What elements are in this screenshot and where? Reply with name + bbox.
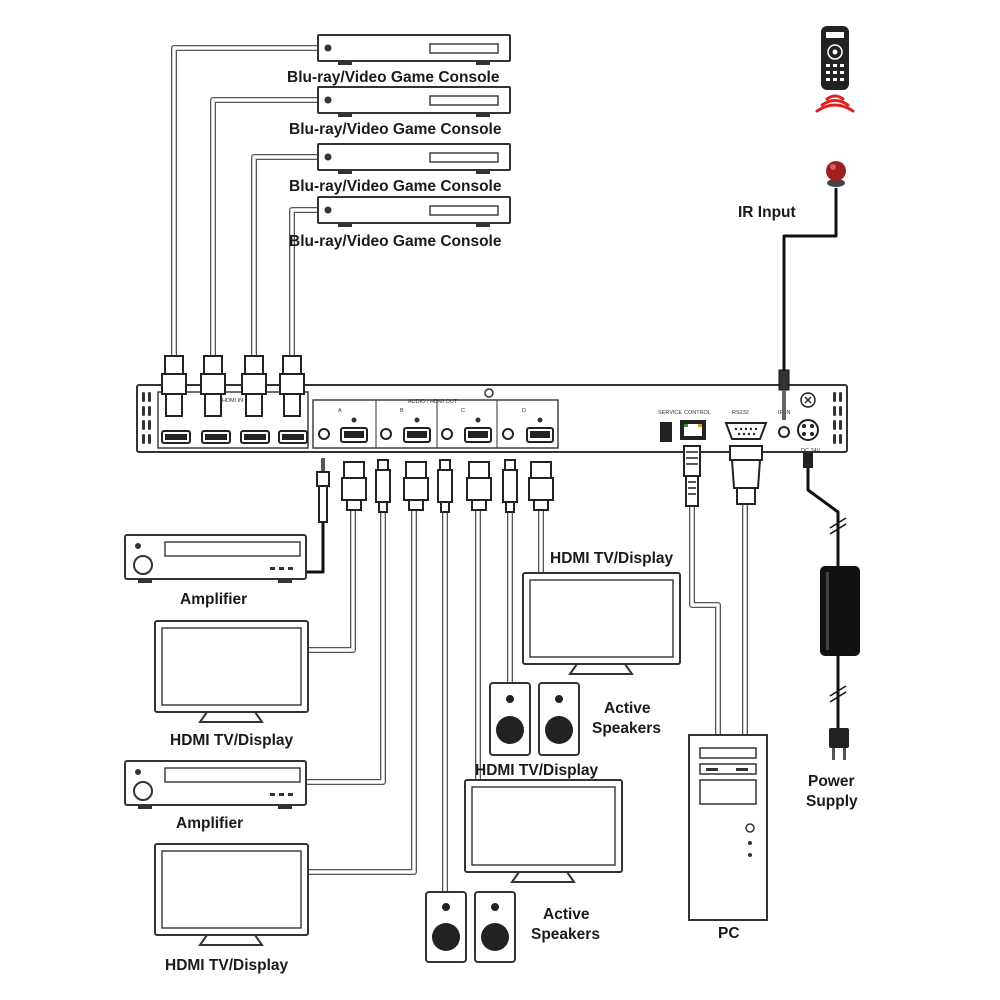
vent-right	[833, 392, 842, 444]
rs232-port	[724, 422, 768, 440]
zone-c-label: C	[461, 408, 465, 414]
power-plug-dc	[803, 452, 813, 468]
speakers-label-1-line1: Active	[604, 700, 651, 717]
console-label-3: Blu-ray/Video Game Console	[289, 178, 502, 195]
dc-label: DC 24V	[801, 448, 821, 454]
console-device-3	[317, 143, 511, 174]
cable-audio-amplifier-1	[305, 520, 325, 574]
amplifier-label-2: Amplifier	[176, 815, 243, 832]
cable-output-display-2	[305, 499, 417, 875]
display-device-1	[154, 620, 309, 723]
speakers-label-2-line2: Speakers	[531, 926, 600, 943]
control-label: CONTROL	[684, 410, 711, 416]
service-usb-port	[660, 422, 672, 442]
service-label: SERVICE	[658, 410, 682, 416]
power-button	[800, 392, 816, 408]
ir-plug	[778, 369, 790, 420]
audio-out-jacks	[318, 428, 514, 440]
speaker-device-1a	[489, 682, 531, 756]
rs232-label: RS232	[732, 410, 749, 416]
speakers-label-1-line2: Speakers	[592, 720, 661, 737]
display-label-1: HDMI TV/Display	[170, 732, 294, 749]
cable-output-amplifier-2	[305, 499, 386, 785]
cable-console-4	[289, 207, 321, 368]
remote-control-icon	[821, 26, 849, 90]
console-label-1: Blu-ray/Video Game Console	[287, 69, 500, 86]
vent-left	[142, 392, 151, 444]
speakers-label-2-line1: Active	[543, 906, 590, 923]
amplifier-label-1: Amplifier	[180, 591, 247, 608]
console-device-1	[317, 34, 511, 65]
display-label-3: HDMI TV/Display	[550, 550, 674, 567]
ir-sensor-icon	[826, 161, 846, 187]
audio-plug-amplifier-1	[316, 458, 330, 523]
console-label-2: Blu-ray/Video Game Console	[289, 121, 502, 138]
power-supply-label-line1: Power	[808, 773, 855, 790]
dc-power-jack	[797, 419, 819, 441]
hdmi-out-plugs	[341, 461, 554, 511]
cable-ir-input	[782, 188, 838, 370]
cable-console-3	[251, 154, 321, 368]
audio-hdmi-out-label: AUDIO / HDMI OUT	[408, 399, 458, 405]
ir-signal-icon	[815, 94, 855, 113]
hdmi-out-screws	[351, 417, 543, 423]
amplifier-device-2	[124, 760, 307, 809]
hdmi-in-plugs	[161, 355, 305, 417]
cable-power-dc	[806, 465, 840, 568]
ethernet-port	[680, 420, 706, 440]
zone-d-label: D	[522, 408, 526, 414]
power-adapter-icon	[820, 566, 860, 656]
console-label-4: Blu-ray/Video Game Console	[289, 233, 502, 250]
ir-input-label: IR Input	[738, 204, 796, 221]
zone-a-label: A	[338, 408, 342, 414]
display-label-2: HDMI TV/Display	[165, 957, 289, 974]
display-device-3	[522, 572, 681, 675]
display-label-4: HDMI TV/Display	[475, 762, 599, 779]
cable-break-marks	[829, 517, 847, 703]
speaker-device-2a	[425, 891, 467, 963]
rca-plugs	[375, 459, 518, 513]
speaker-device-1b	[538, 682, 580, 756]
zone-b-label: B	[400, 408, 404, 414]
cable-console-1	[171, 45, 321, 368]
ethernet-plug	[683, 445, 701, 507]
pc-tower-icon	[688, 734, 768, 921]
display-device-4	[464, 779, 623, 883]
cable-console-2	[210, 97, 321, 368]
hdmi-in-ports	[161, 430, 308, 444]
amplifier-device-1	[124, 534, 307, 583]
pc-label: PC	[718, 925, 740, 942]
rs232-plug	[729, 445, 763, 505]
ir-in-jack	[778, 426, 790, 438]
cable-pc-ethernet	[689, 502, 721, 738]
power-supply-label-line2: Supply	[806, 793, 858, 810]
console-device-2	[317, 86, 511, 117]
hdmi-out-ports	[340, 427, 554, 443]
console-device-4	[317, 196, 511, 227]
hdmi-in-label: HDMI IN	[222, 398, 243, 404]
display-device-2	[154, 843, 309, 946]
cable-output-display-1	[305, 499, 356, 653]
speaker-device-2b	[474, 891, 516, 963]
ac-plug-icon	[829, 728, 849, 760]
